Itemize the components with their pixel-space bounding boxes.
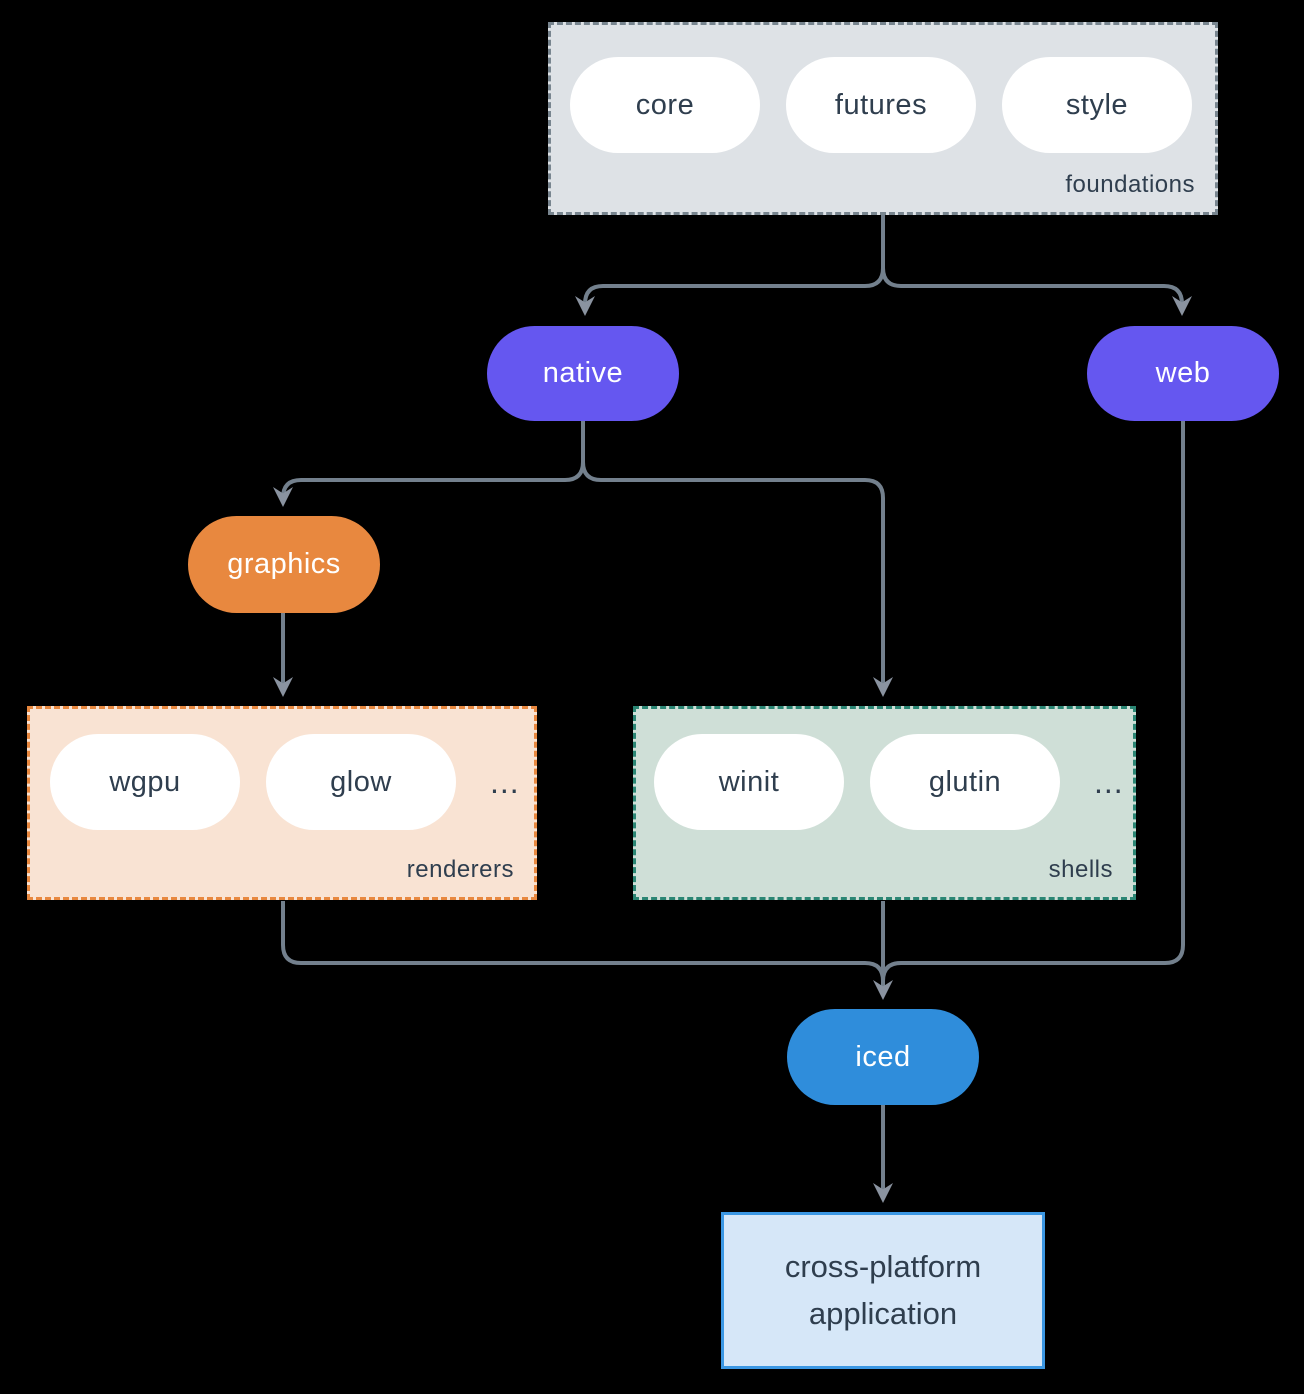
node-style: style: [1002, 57, 1192, 153]
edge-native-shells: [581, 421, 893, 697]
edge-web-merge: [881, 421, 1185, 982]
foundations-pill-row: core futures style: [551, 25, 1215, 153]
node-core: core: [570, 57, 760, 153]
shells-group: winit glutin ... shells: [633, 706, 1136, 900]
node-glow: glow: [266, 734, 456, 830]
node-application: cross-platform application: [721, 1212, 1045, 1369]
renderers-group: wgpu glow ... renderers: [27, 706, 537, 900]
node-iced: iced: [787, 1009, 979, 1105]
renderers-pill-row: wgpu glow ...: [30, 709, 534, 830]
node-glutin: glutin: [870, 734, 1060, 830]
shells-ellipsis: ...: [1094, 763, 1124, 800]
renderers-label: renderers: [406, 856, 514, 883]
foundations-group: core futures style foundations: [548, 22, 1218, 215]
node-winit: winit: [654, 734, 844, 830]
shells-pill-row: winit glutin ...: [636, 709, 1133, 830]
edge-foundations-native: [575, 215, 885, 316]
node-futures: futures: [786, 57, 976, 153]
application-label: cross-platform application: [784, 1249, 982, 1331]
edge-renderers-merge: [281, 901, 885, 982]
edge-foundations-web: [881, 215, 1192, 316]
node-web: web: [1087, 326, 1279, 421]
node-wgpu: wgpu: [50, 734, 240, 830]
edge-native-graphics: [273, 421, 585, 507]
node-native: native: [487, 326, 679, 421]
node-graphics: graphics: [188, 516, 380, 613]
foundations-label: foundations: [1065, 171, 1195, 198]
renderers-ellipsis: ...: [490, 763, 520, 800]
shells-label: shells: [1048, 856, 1113, 883]
